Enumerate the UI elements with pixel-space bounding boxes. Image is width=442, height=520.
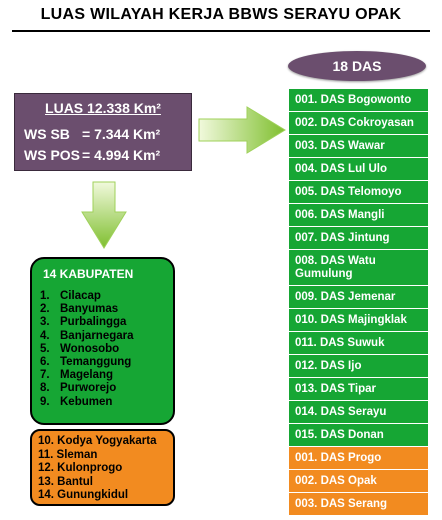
ws-sb-row: WS SB = 7.344 Km² [24,126,160,142]
kabupaten-kota-box: 10. Kodya Yogyakarta 11. Sleman 12. Kulo… [30,429,175,506]
list-item: 12. Kulonprogo [38,462,123,475]
das-item: 004. DAS Lul Ulo [289,158,428,181]
item-number: 1. [40,290,50,302]
ws-pos-label: WS POS [24,147,81,163]
das-item: 015. DAS Donan [289,424,428,447]
das-list: 001. DAS Bogowonto 002. DAS Cokroyasan 0… [289,89,428,516]
luas-title: LUAS 12.338 Km² [45,100,161,116]
list-item: 11. Sleman [38,448,98,461]
das-item: 011. DAS Suwuk [289,332,428,355]
list-item: 4. Banjarnegara [40,330,134,343]
das-item: 012. DAS Ijo [289,355,428,378]
das-item: 014. DAS Serayu [289,401,428,424]
list-item: 1. Cilacap [40,290,134,303]
ws-pos-row: WS POS= 4.994 Km² [24,147,160,163]
page-title: LUAS WILAYAH KERJA BBWS SERAYU OPAK [40,6,402,23]
list-item: 7. Magelang [40,369,134,382]
das-item: 009. DAS Jemenar [289,286,428,309]
item-name: Cilacap [60,290,101,302]
item-name: Banjarnegara [60,329,134,342]
das-item: 007. DAS Jintung [289,227,428,250]
list-item: 14. Gunungkidul [38,489,129,502]
item-name: Banyumas [60,303,119,316]
das-item: 001. DAS Bogowonto [289,89,428,112]
item-number: 2. [40,303,50,316]
das-item: 003. DAS Wawar [289,135,428,158]
item-name: Wonosobo [60,342,120,355]
das-item: 002. DAS Opak [289,470,428,493]
list-item: 10. Kodya Yogyakarta [38,435,157,447]
das-header: 18 DAS [288,51,426,81]
list-item: 3. Purbalingga [40,316,134,329]
kabupaten-list: 1. Cilacap 2. Banyumas 3. Purbalingga 4. Ban… [40,290,134,409]
das-item: 002. DAS Cokroyasan [289,112,428,135]
item-name: Purbalingga [60,316,127,329]
item-number: 8. [40,382,50,395]
item-name: Temanggung [60,356,132,369]
arrow-right-icon [198,106,286,154]
list-item: 9. Kebumen [40,396,134,409]
das-item: 003. DAS Serang [289,493,428,516]
item-number: 6. [40,356,50,369]
arrow-down-icon [81,181,127,249]
item-number: 7. [40,369,50,382]
item-number: 4. [40,329,50,342]
item-name: Magelang [60,369,114,382]
list-item: 5. Wonosobo [40,343,134,356]
list-item: 2. Banyumas [40,303,134,316]
ws-pos-value: = 4.994 Km² [82,147,161,163]
ws-sb-value: = 7.344 Km² [82,126,161,142]
luas-box: LUAS 12.338 Km² WS SB = 7.344 Km² WS POS=… [14,93,192,171]
kabupaten-kota-list: 10. Kodya Yogyakarta 11. Sleman 12. Kulo… [38,435,156,503]
das-item: 006. DAS Mangli [289,204,428,227]
item-number: 9. [40,395,50,408]
das-item: 001. DAS Progo [289,447,428,470]
kabupaten-box: 14 KABUPATEN 1. Cilacap 2. Banyumas 3. Purb… [30,257,175,425]
das-item: 013. DAS Tipar [289,378,428,401]
das-item: 010. DAS Majingklak [289,309,428,332]
das-item: 005. DAS Telomoyo [289,181,428,204]
das-item: 008. DAS Watu Gumulung [289,250,428,286]
item-number: 5. [40,342,50,355]
list-item: 13. Bantul [38,475,93,488]
item-number: 3. [40,316,50,329]
list-item: 8. Purworejo [40,382,134,395]
ws-sb-label: WS SB [24,126,70,142]
kabupaten-title: 14 KABUPATEN [43,267,134,281]
item-name: Kebumen [60,395,113,408]
list-item: 6. Temanggung [40,356,134,369]
title-underline [12,30,430,32]
item-name: Purworejo [60,382,117,395]
